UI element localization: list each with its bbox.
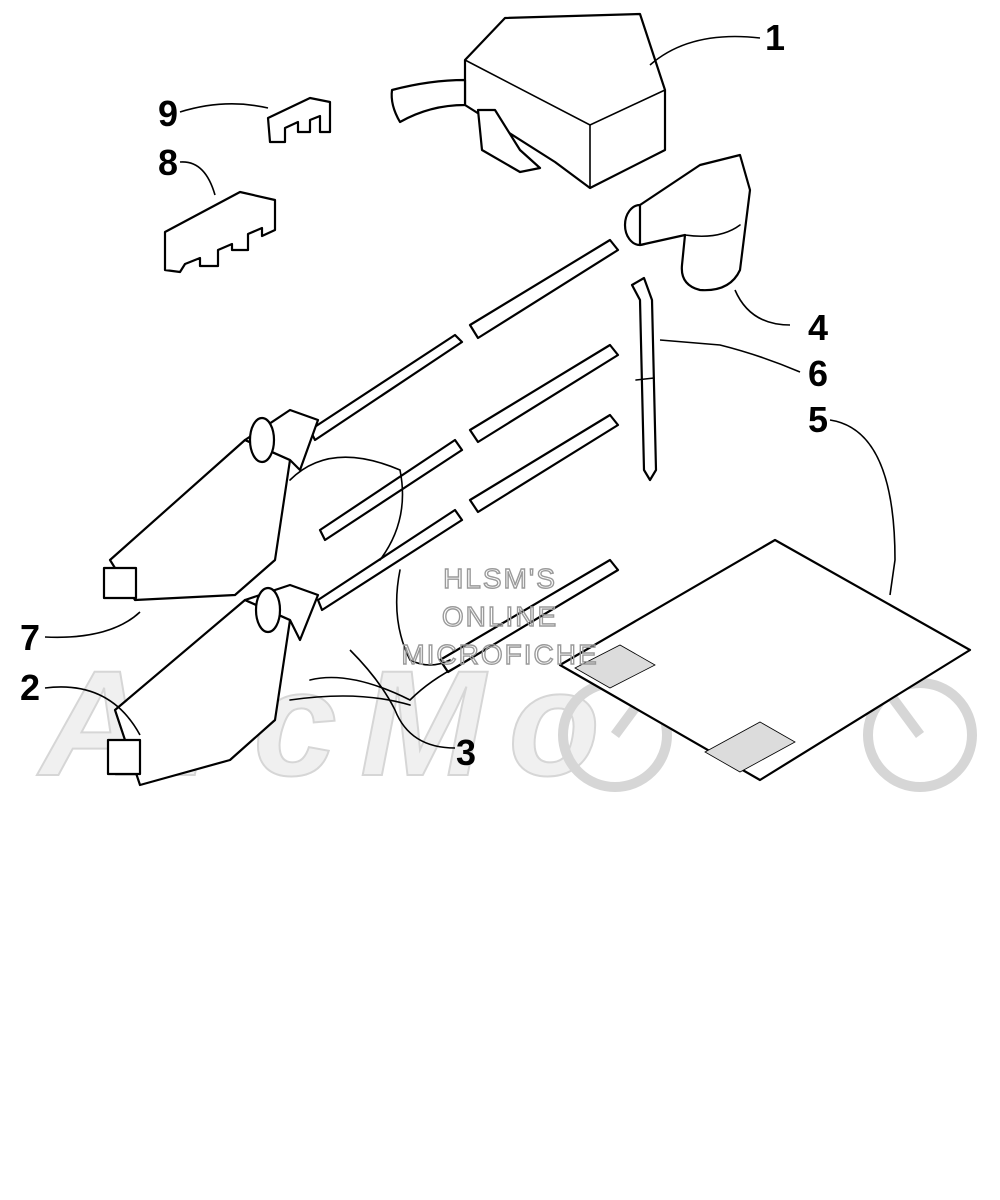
decal-sheet — [558, 538, 972, 782]
ignition-wires — [308, 238, 620, 674]
callout-8: 8 — [158, 142, 178, 183]
callout-1: 1 — [765, 17, 785, 58]
spark-plug-cap — [623, 153, 752, 292]
callout-5: 5 — [808, 399, 828, 440]
watermark-line-1: HLSM'S — [443, 563, 557, 594]
watermark-line-2: ONLINE — [442, 601, 558, 632]
wire-clip-triple — [163, 190, 277, 274]
callout-2: 2 — [20, 667, 40, 708]
cdi-box — [390, 12, 667, 190]
callout-7: 7 — [20, 617, 40, 658]
ignition-coil-upper — [102, 408, 404, 602]
watermark-line-3: MICROFICHE — [401, 639, 598, 670]
wire-harness — [289, 569, 461, 706]
watermark-text: HLSM'S ONLINE MICROFICHE — [401, 562, 598, 670]
callout-9: 9 — [158, 93, 178, 134]
leader-lines — [44, 35, 896, 749]
ignition-coil-lower — [106, 583, 320, 787]
callout-6: 6 — [808, 353, 828, 394]
cable-tie — [630, 276, 658, 482]
callout-3: 3 — [456, 732, 476, 773]
callout-4: 4 — [808, 307, 828, 348]
wire-clip-small — [266, 96, 332, 144]
